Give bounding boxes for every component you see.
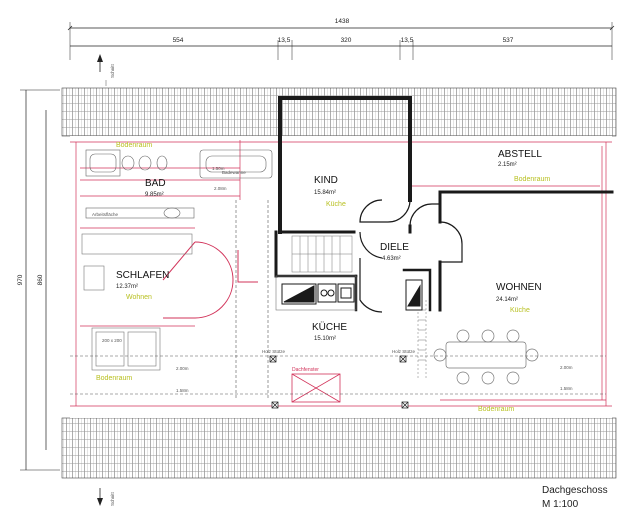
- svg-text:M 1:100: M 1:100: [542, 499, 579, 510]
- door-swings-red: [162, 241, 258, 319]
- svg-text:4.63m²: 4.63m²: [382, 256, 401, 262]
- bathroom-fixtures: [85, 149, 273, 219]
- dim-left-inner: 860: [37, 274, 44, 285]
- svg-text:SCHLAFEN: SCHLAFEN: [116, 270, 169, 281]
- dim-left-outer: 970: [17, 274, 24, 285]
- dining-table: [433, 329, 539, 385]
- svg-text:Schnitt: Schnitt: [110, 63, 115, 78]
- roof-slope-lines: [70, 140, 612, 407]
- door-swings: [359, 199, 463, 313]
- dim-seg5: 537: [503, 37, 514, 44]
- svg-text:15.84m²: 15.84m²: [314, 190, 336, 196]
- svg-text:2.08m: 2.08m: [214, 186, 227, 191]
- svg-text:KIND: KIND: [314, 175, 338, 186]
- annotations: Bodenraum Bodenraum Bodenraum Badewanne …: [92, 142, 573, 413]
- svg-text:Dachfenster: Dachfenster: [292, 367, 319, 373]
- svg-text:9.85m²: 9.85m²: [145, 192, 164, 198]
- walls: [274, 96, 614, 312]
- svg-text:1.50m: 1.50m: [212, 166, 225, 171]
- svg-text:2.00m: 2.00m: [176, 366, 189, 371]
- svg-text:Badewanne: Badewanne: [222, 170, 246, 175]
- svg-text:WOHNEN: WOHNEN: [496, 282, 542, 293]
- left-dimensions: 970 860: [17, 89, 60, 471]
- kitchen-fixtures: [281, 279, 423, 311]
- svg-text:Küche: Küche: [510, 307, 530, 314]
- svg-text:Bodenraum: Bodenraum: [116, 142, 152, 149]
- svg-text:Arbeitsfläche: Arbeitsfläche: [92, 212, 119, 217]
- bed: [81, 233, 193, 371]
- svg-text:2.00m: 2.00m: [560, 365, 573, 370]
- drawing-title: Dachgeschoss M 1:100: [542, 485, 608, 510]
- svg-text:Küche: Küche: [326, 201, 346, 208]
- skylight: [291, 373, 341, 403]
- stove-area: [275, 275, 357, 311]
- room-bad: BAD 9.85m²: [145, 178, 166, 198]
- svg-text:Bodenraum: Bodenraum: [96, 375, 132, 382]
- svg-text:1.58m: 1.58m: [560, 386, 573, 391]
- roof-tiles-top: [61, 87, 617, 137]
- dim-seg4: 13,5: [401, 37, 414, 44]
- svg-text:15.10m²: 15.10m²: [314, 336, 336, 342]
- roof-tiles-bottom: [61, 417, 617, 479]
- dim-seg3: 320: [341, 37, 352, 44]
- post-markers: [269, 355, 409, 409]
- svg-text:24.14m²: 24.14m²: [496, 297, 518, 303]
- room-wohnen: WOHNEN 24.14m² Küche: [496, 282, 542, 314]
- top-dimensions: 1438 554 13,5 320 13,5 537: [67, 18, 615, 60]
- svg-text:Holz Stütze: Holz Stütze: [262, 349, 286, 354]
- section-marker-bottom: Schnitt: [97, 488, 115, 506]
- room-kueche: KÜCHE 15.10m²: [312, 321, 347, 342]
- dim-total: 1438: [335, 18, 350, 25]
- svg-text:200 x 200: 200 x 200: [102, 338, 122, 343]
- staircase: [291, 235, 427, 380]
- room-kind: KIND 15.84m² Küche: [314, 175, 346, 208]
- room-abstell: ABSTELL 2.15m² Bodenraum: [498, 149, 550, 183]
- svg-text:BAD: BAD: [145, 178, 166, 189]
- svg-text:Holz Stütze: Holz Stütze: [392, 349, 416, 354]
- svg-text:ABSTELL: ABSTELL: [498, 149, 542, 160]
- svg-text:Schnitt: Schnitt: [110, 491, 115, 506]
- svg-text:12.37m²: 12.37m²: [116, 284, 138, 290]
- svg-text:DIELE: DIELE: [380, 242, 409, 253]
- beam-lines: [70, 200, 606, 400]
- dim-seg1: 554: [173, 37, 184, 44]
- svg-text:Bodenraum: Bodenraum: [514, 176, 550, 183]
- svg-text:1.58m: 1.58m: [176, 388, 189, 393]
- svg-text:Wohnen: Wohnen: [126, 294, 152, 301]
- dim-seg2: 13,5: [278, 37, 291, 44]
- room-schlafen: SCHLAFEN 12.37m² Wohnen: [116, 270, 169, 301]
- svg-text:Dachgeschoss: Dachgeschoss: [542, 485, 608, 496]
- room-diele: DIELE 4.63m²: [380, 242, 409, 262]
- svg-text:KÜCHE: KÜCHE: [312, 321, 347, 333]
- svg-text:Bodenraum: Bodenraum: [478, 406, 514, 413]
- svg-text:2.15m²: 2.15m²: [498, 162, 517, 168]
